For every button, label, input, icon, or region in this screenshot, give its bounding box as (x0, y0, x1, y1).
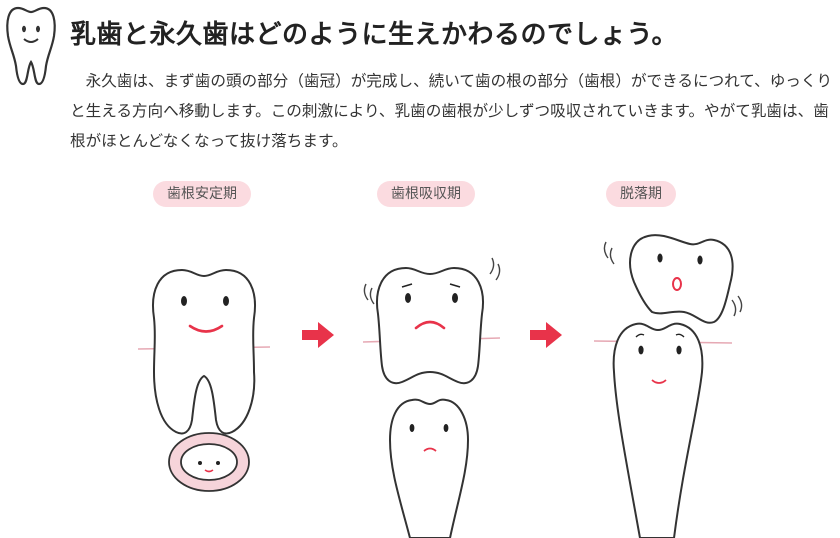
motion-lines-left-icon (604, 242, 614, 264)
emerged-right-eye (676, 346, 681, 355)
permanent-right-eye (444, 424, 449, 432)
stage-1-illustration (138, 270, 270, 491)
shake-lines-left-icon (364, 284, 374, 304)
arrow-right-icon (530, 322, 562, 348)
left-eye (181, 296, 187, 306)
falling-right-eye (697, 256, 702, 265)
permanent-tooth (390, 400, 468, 538)
right-eye (452, 293, 458, 303)
shake-lines-right-icon (490, 258, 500, 280)
falling-left-eye (657, 254, 662, 263)
bud-right-eye (216, 461, 220, 465)
emerged-left-eye (638, 346, 643, 355)
permanent-left-eye (410, 424, 415, 432)
baby-tooth (153, 270, 255, 434)
left-eye (405, 293, 411, 303)
stage-2-illustration (363, 258, 500, 538)
stage-3-illustration (594, 235, 742, 538)
right-eye (223, 296, 229, 306)
tooth-bud (181, 444, 237, 480)
bud-left-eye (198, 461, 202, 465)
baby-tooth-resorbing (377, 268, 483, 383)
arrow-right-icon (302, 322, 334, 348)
falling-baby-tooth (630, 235, 733, 323)
permanent-tooth-emerged (614, 324, 703, 538)
motion-lines-right-icon (732, 296, 742, 316)
